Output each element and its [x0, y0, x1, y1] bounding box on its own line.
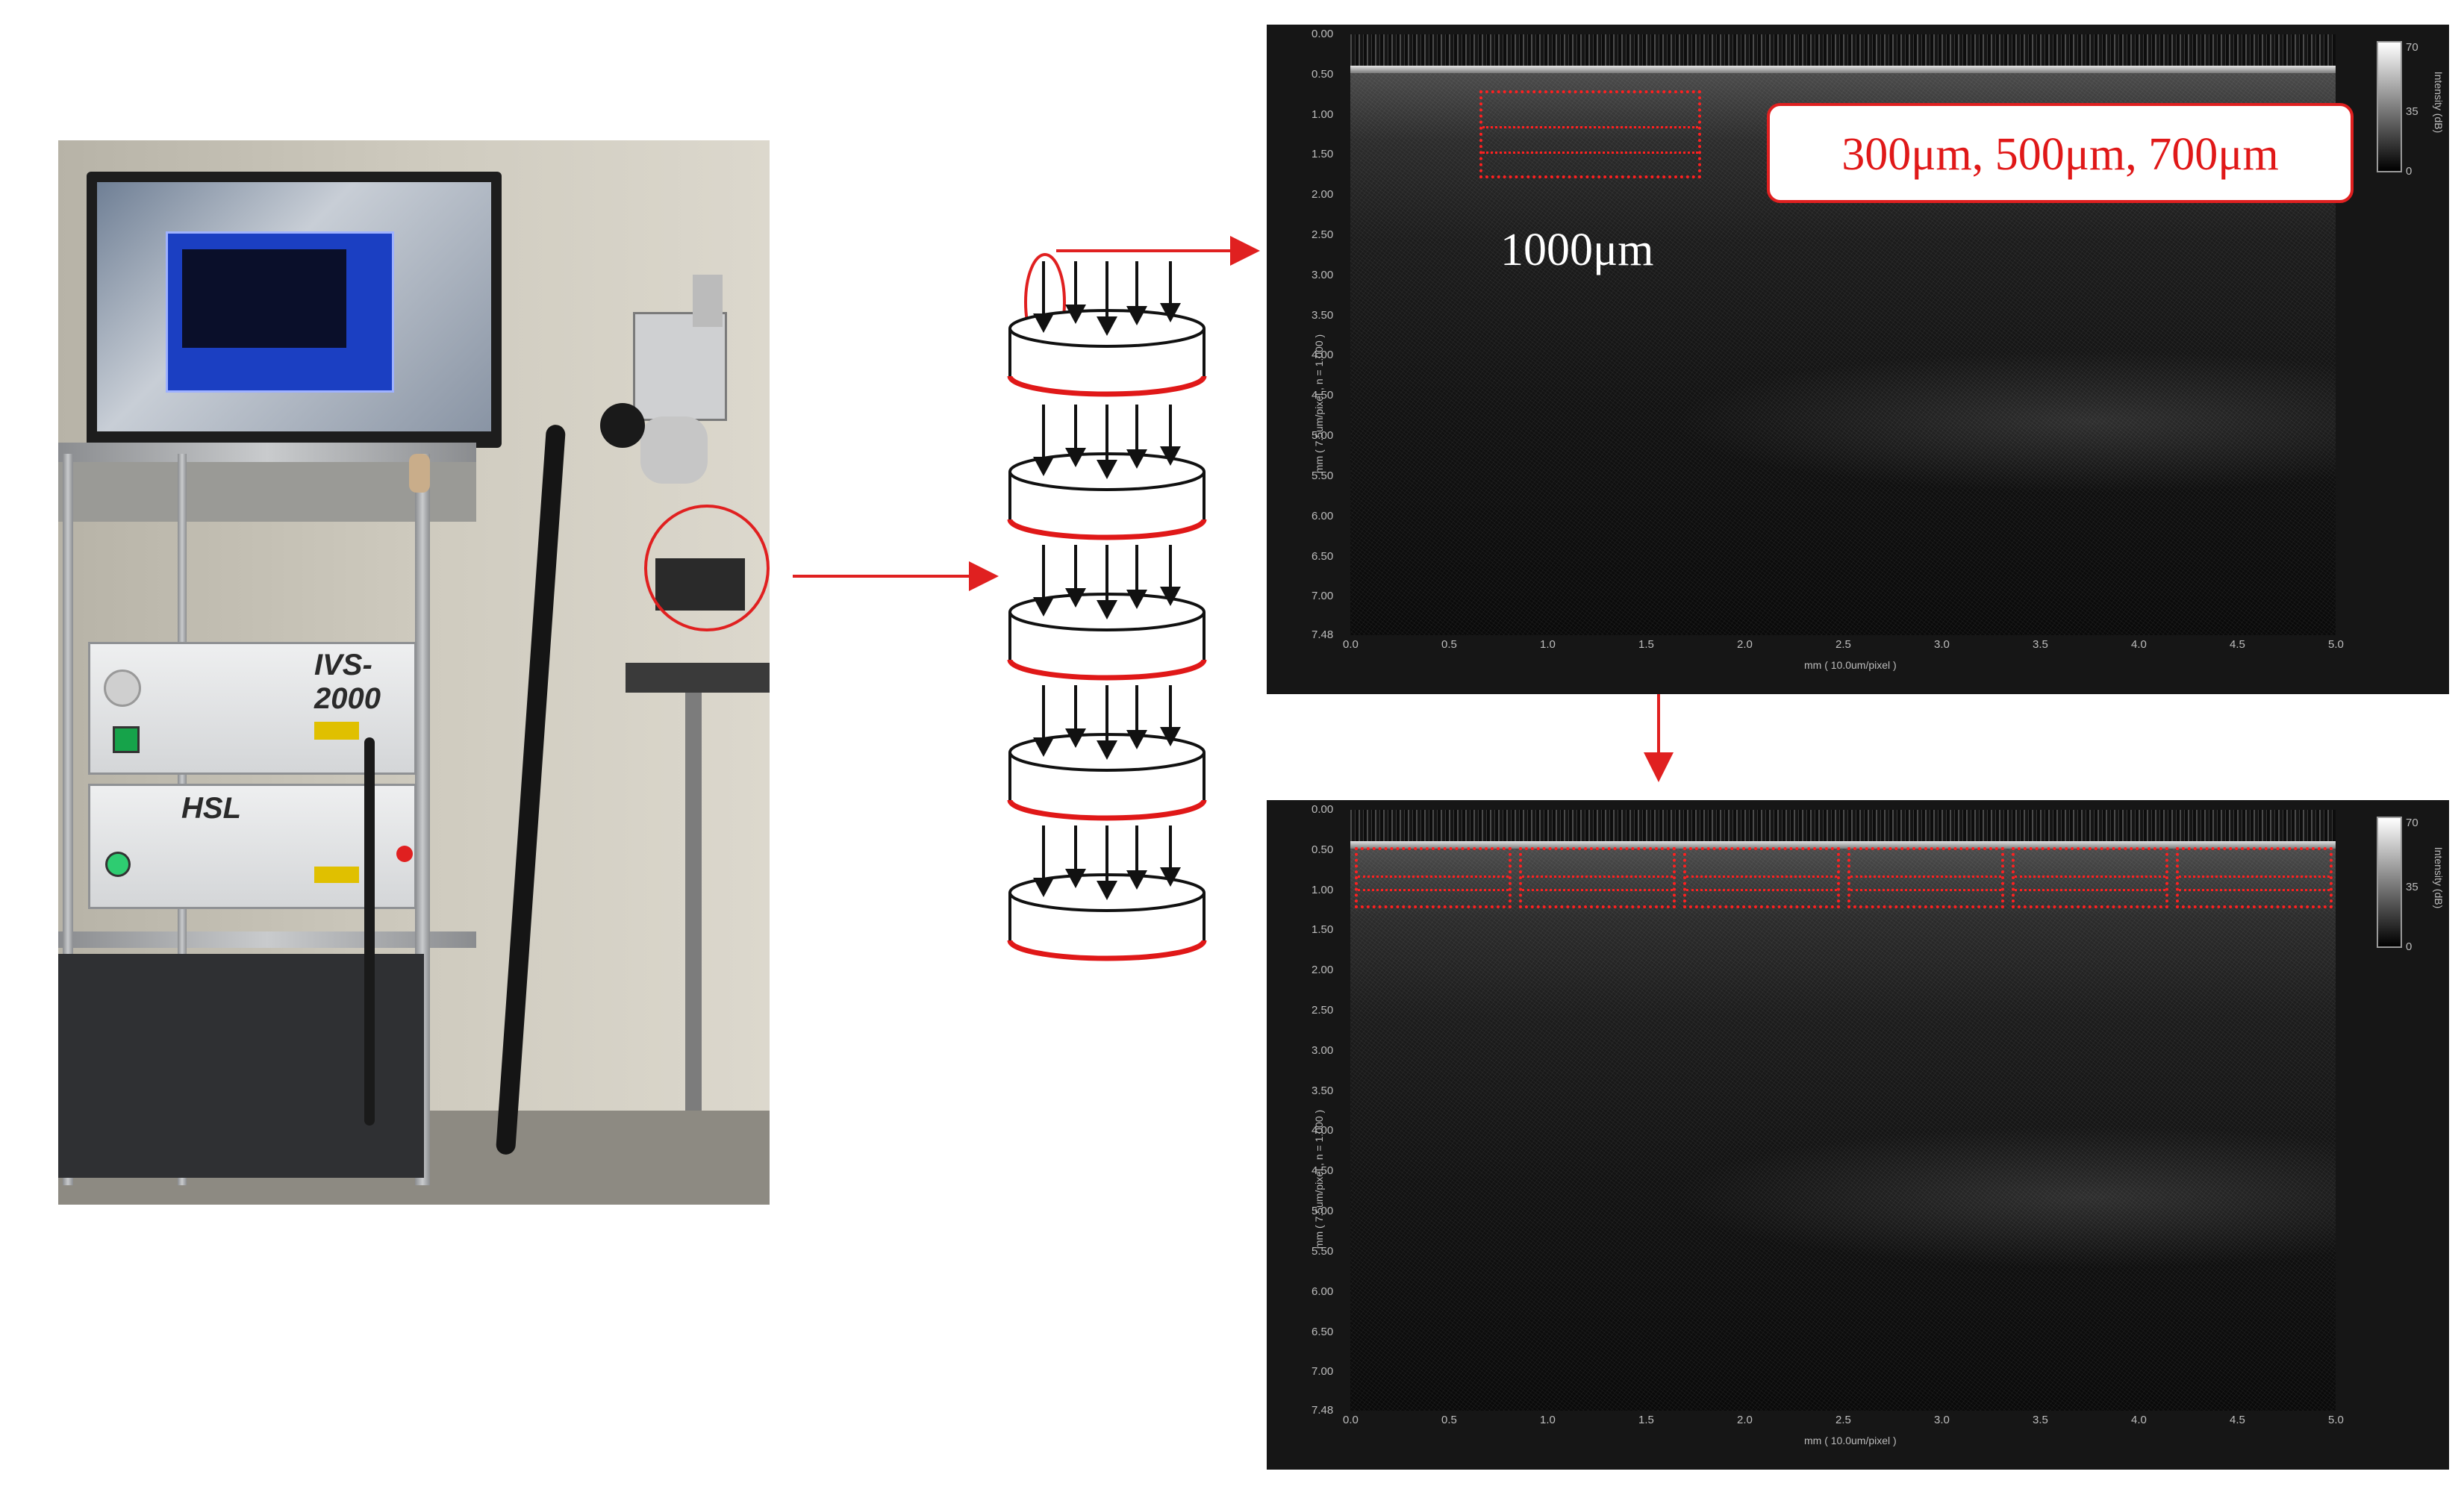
oct-system-photo: IVS-2000 HSL [58, 140, 770, 1205]
oct_top-y-tick: 1.50 [1311, 148, 1334, 161]
roi-bottom [1847, 847, 2004, 908]
oct_top-x-tick: 4.5 [2230, 638, 2245, 651]
oct_top-y-tick: 3.00 [1311, 268, 1334, 281]
roi-top [1479, 90, 1701, 178]
oct_top-x-tick: 0.5 [1441, 638, 1457, 651]
sample-discs [1007, 261, 1207, 961]
oct_bottom-y-tick: 7.00 [1311, 1365, 1334, 1379]
oct_top-x-tick: 0.0 [1343, 638, 1359, 651]
width-label: 1000μm [1500, 225, 1654, 275]
oct-bottom-cbar-tick: 35 [2406, 881, 2418, 893]
oct_bottom-x-tick: 4.0 [2131, 1414, 2147, 1426]
oct_top-y-tick: 7.48 [1311, 628, 1334, 641]
oct_bottom-y-tick: 5.50 [1311, 1244, 1334, 1258]
oct_top-y-tick: 6.50 [1311, 549, 1334, 563]
oct-bottom-plot-area [1350, 810, 2336, 1411]
oct_top-x-tick: 2.0 [1737, 638, 1753, 651]
ivs-2000-unit: IVS-2000 [88, 642, 417, 775]
sample-disc [1007, 405, 1207, 540]
oct-bottom-y-label: mm ( 7.5um/pixel , n = 1.000 ) [1313, 1109, 1325, 1249]
oct_top-y-tick: 2.00 [1311, 188, 1334, 202]
oct_bottom-y-tick: 5.00 [1311, 1205, 1334, 1218]
oct-top-cbar-tick: 35 [2406, 105, 2418, 118]
oct_top-y-tick: 7.00 [1311, 590, 1334, 603]
oct_top-y-tick: 5.50 [1311, 469, 1334, 482]
hsl-unit: HSL [88, 784, 417, 909]
oct_bottom-y-tick: 4.00 [1311, 1124, 1334, 1137]
oct-top-cbar-tick: 70 [2406, 41, 2418, 54]
roi-bottom [1355, 847, 1512, 908]
sample-disc [1007, 261, 1207, 397]
oct_bottom-y-tick: 6.00 [1311, 1285, 1334, 1298]
oct_top-y-tick: 2.50 [1311, 228, 1334, 242]
roi-bottom [1519, 847, 1676, 908]
oct_top-x-tick: 4.0 [2131, 638, 2147, 651]
roi-bottom [2012, 847, 2168, 908]
oct-top-colorbar [2377, 41, 2402, 172]
oct_top-y-tick: 4.00 [1311, 349, 1334, 362]
oct_bottom-x-tick: 4.5 [2230, 1414, 2245, 1426]
roi-bottom [2176, 847, 2333, 908]
oct_bottom-y-tick: 3.00 [1311, 1043, 1334, 1057]
oct_bottom-x-tick: 2.5 [1835, 1414, 1851, 1426]
oct_bottom-y-tick: 2.00 [1311, 964, 1334, 977]
oct_bottom-y-tick: 0.00 [1311, 803, 1334, 816]
sample-disc [1007, 545, 1207, 681]
sample-disc [1007, 825, 1207, 961]
oct_top-y-tick: 4.50 [1311, 389, 1334, 402]
oct_top-x-tick: 3.0 [1934, 638, 1950, 651]
hsl-label: HSL [181, 792, 241, 825]
oct_bottom-x-tick: 1.5 [1638, 1414, 1654, 1426]
oct_top-y-tick: 0.00 [1311, 28, 1334, 40]
oct_bottom-x-tick: 0.5 [1441, 1414, 1457, 1426]
oct-top-cbar-tick: 0 [2406, 165, 2412, 178]
oct-bottom-x-label: mm ( 10.0um/pixel ) [1804, 1435, 1897, 1446]
oct_bottom-y-tick: 0.50 [1311, 843, 1334, 856]
oct_bottom-x-tick: 3.5 [2033, 1414, 2048, 1426]
roi-bottom [1683, 847, 1840, 908]
oct_bottom-y-tick: 1.50 [1311, 923, 1334, 937]
oct_top-y-tick: 3.50 [1311, 308, 1334, 322]
oct_top-y-tick: 5.00 [1311, 429, 1334, 443]
sample-disc [1007, 685, 1207, 821]
oct_top-x-tick: 1.5 [1638, 638, 1654, 651]
oct_top-y-tick: 0.50 [1311, 67, 1334, 81]
oct-bottom-cbar-tick: 70 [2406, 817, 2418, 829]
oct_bottom-y-tick: 4.50 [1311, 1164, 1334, 1178]
oct_top-x-tick: 3.5 [2033, 638, 2048, 651]
oct_bottom-y-tick: 2.50 [1311, 1004, 1334, 1017]
oct_bottom-x-tick: 5.0 [2328, 1414, 2344, 1426]
oct_bottom-y-tick: 3.50 [1311, 1084, 1334, 1097]
oct-image-multi-roi: mm ( 10.0um/pixel ) mm ( 7.5um/pixel , n… [1267, 800, 2449, 1470]
oct_bottom-x-tick: 2.0 [1737, 1414, 1753, 1426]
oct_bottom-x-tick: 0.0 [1343, 1414, 1359, 1426]
oct_top-x-tick: 2.5 [1835, 638, 1851, 651]
oct-bottom-colorbar [2377, 817, 2402, 948]
oct-bottom-colorbar-label: Intensity (dB) [2433, 846, 2445, 909]
oct_bottom-x-tick: 3.0 [1934, 1414, 1950, 1426]
oct-top-colorbar-label: Intensity (dB) [2433, 71, 2445, 134]
oct_bottom-y-tick: 7.48 [1311, 1404, 1334, 1417]
oct-top-x-label: mm ( 10.0um/pixel ) [1804, 659, 1897, 671]
oct_top-y-tick: 1.00 [1311, 107, 1334, 121]
oct_bottom-y-tick: 6.50 [1311, 1325, 1334, 1338]
oct-top-y-label: mm ( 7.5um/pixel , n = 1.000 ) [1313, 334, 1325, 474]
oct_top-y-tick: 6.00 [1311, 509, 1334, 522]
oct_bottom-x-tick: 1.0 [1540, 1414, 1556, 1426]
depths-callout: 300μm, 500μm, 700μm [1767, 103, 2354, 203]
oct-bottom-cbar-tick: 0 [2406, 940, 2412, 953]
oct_top-x-tick: 1.0 [1540, 638, 1556, 651]
oct_top-x-tick: 5.0 [2328, 638, 2344, 651]
oct_bottom-y-tick: 1.00 [1311, 883, 1334, 896]
sample-stage-highlight-circle [644, 505, 770, 631]
ivs-2000-label: IVS-2000 [314, 649, 381, 715]
